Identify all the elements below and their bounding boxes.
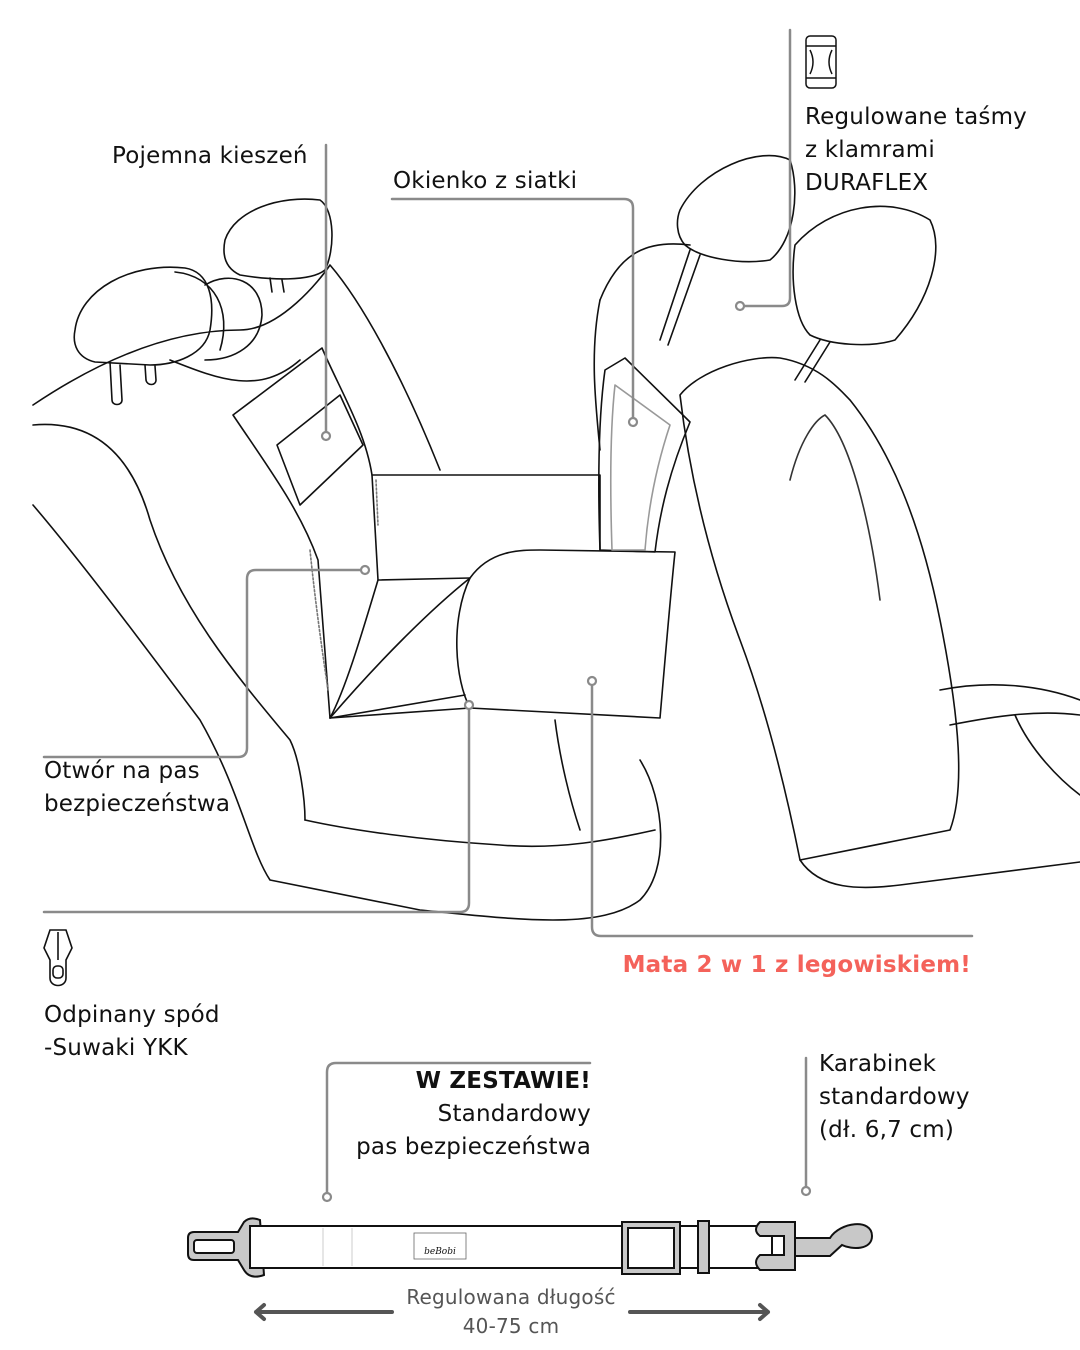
carabiner-hook <box>794 1223 874 1257</box>
label-carabiner-line1: Karabinek <box>819 1051 937 1077</box>
length-arrows <box>254 1303 770 1321</box>
callout-set <box>325 1061 592 1195</box>
svg-text:beBobi: beBobi <box>424 1247 456 1257</box>
label-set-line1: W ZESTAWIE! <box>415 1068 591 1094</box>
carabiner-ring <box>755 1221 796 1271</box>
callout-lines <box>42 28 974 1195</box>
arrow-left-icon <box>254 1303 394 1321</box>
label-length-line1: Regulowana długość <box>406 1285 616 1309</box>
label-bottom-line2: -Suwaki YKK <box>44 1035 188 1061</box>
label-set-line3: pas bezpieczeństwa <box>356 1134 591 1160</box>
zipper-icon <box>43 929 73 987</box>
label-mesh-window: Okienko z siatki <box>393 168 578 194</box>
label-set: W ZESTAWIE! Standardowy pas bezpieczeńst… <box>356 1065 591 1164</box>
arrow-right-icon <box>628 1303 770 1321</box>
buckle-icon <box>805 35 837 89</box>
brand-logo <box>413 1232 467 1260</box>
label-belt-hole-line2: bezpieczeństwa <box>44 791 231 817</box>
label-belt-hole-line1: Otwór na pas <box>44 758 200 784</box>
callout-straps <box>743 28 792 308</box>
car-seat-drawing <box>32 154 1080 921</box>
label-carabiner-line2: standardowy <box>819 1084 970 1110</box>
belt-strap <box>249 1225 773 1269</box>
label-carabiner: Karabinek standardowy (dł. 6,7 cm) <box>819 1048 970 1147</box>
label-straps-line3: DURAFLEX <box>805 170 929 196</box>
mat-headline: Mata 2 w 1 z legowiskiem! <box>622 952 971 978</box>
label-pocket: Pojemna kieszeń <box>112 143 308 169</box>
label-straps-line1: Regulowane taśmy <box>805 104 1027 130</box>
label-belt-hole: Otwór na pas bezpieczeństwa <box>44 755 230 821</box>
label-length-line2: 40-75 cm <box>462 1314 560 1338</box>
label-length: Regulowana długość 40-75 cm <box>392 1283 630 1341</box>
label-bottom-line1: Odpinany spód <box>44 1002 220 1028</box>
callout-belt-hole <box>42 568 363 759</box>
callout-mat <box>590 683 974 938</box>
callout-bottom <box>42 707 471 914</box>
callout-dots <box>320 300 812 1203</box>
label-bottom: Odpinany spód -Suwaki YKK <box>44 999 220 1065</box>
seat-belt-illustration: beBobi <box>187 1217 874 1278</box>
callout-mesh <box>390 197 635 420</box>
label-set-line2: Standardowy <box>437 1101 591 1127</box>
label-carabiner-line3: (dł. 6,7 cm) <box>819 1117 955 1143</box>
label-straps-line2: z klamrami <box>805 137 935 163</box>
label-straps: Regulowane taśmy z klamrami DURAFLEX <box>805 101 1027 200</box>
